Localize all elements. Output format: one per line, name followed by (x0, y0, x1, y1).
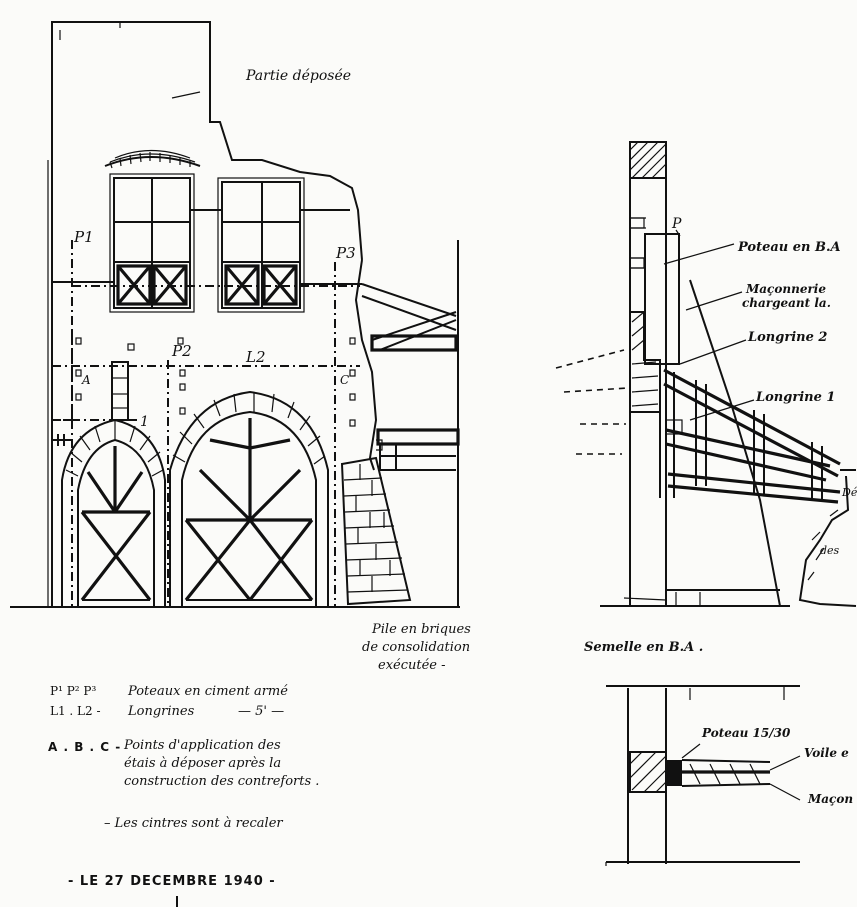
legend-val-points-3: construction des contreforts . (124, 774, 320, 789)
facade-break-edge (354, 259, 378, 471)
drawing-date: - LE 27 DECEMBRE 1940 - (68, 874, 276, 889)
legend-val-points-1: Points d'application des (124, 738, 281, 753)
pile-note-line2: de consolidation (362, 640, 471, 655)
deblais-label-2: des (820, 544, 840, 557)
legend-longrines-tail: — 5' — (238, 704, 285, 719)
strut-lower (665, 428, 841, 504)
legend-key-poteaux: P¹ P² P³ (50, 684, 97, 698)
facade-elevation (10, 21, 460, 608)
upper-shore (361, 283, 457, 351)
poteau-p3-label: P3 (335, 244, 356, 262)
maconnerie-label-1: Maçonnerie (746, 282, 826, 296)
poteau-p1-label: P1 (73, 228, 94, 246)
legend-key-longrines: L1 . L2 - (50, 704, 101, 718)
bottom-tick (176, 896, 178, 907)
poteau-ba-column (644, 233, 680, 365)
voile-label: Voile e (804, 746, 849, 760)
brick-pile (340, 456, 412, 606)
partie-deposee-label: Partie déposée (245, 68, 351, 84)
demolished-part-outline (51, 21, 363, 261)
macon-label: Maçon (808, 792, 854, 806)
legend-val-longrines: Longrines (128, 704, 195, 719)
legend-cintres: – Les cintres sont à recaler (104, 816, 283, 831)
legend-val-poteaux: Poteaux en ciment armé (128, 684, 288, 699)
legend-key-points: A . B . C - (48, 740, 122, 754)
pile-note-line3: exécutée - (378, 658, 446, 673)
strut-upper (663, 368, 841, 478)
longrine-1-section-label: Longrine 1 (756, 390, 836, 405)
detail-plan (605, 685, 801, 866)
longrine-l2-label: L2 (245, 348, 266, 366)
pile-note-line1: Pile en briques (372, 622, 471, 637)
semelle-label: Semelle en B.A . (584, 640, 704, 655)
debris-rubble (798, 469, 857, 607)
point-a-label: A (81, 373, 91, 387)
poteau-ba-label: Poteau en B.A (738, 240, 841, 255)
cross-section (555, 141, 857, 607)
longrine-1-label: 1 (140, 414, 149, 430)
poteau-p2-label: P2 (171, 342, 192, 360)
point-c-label: C (340, 373, 349, 387)
legend-val-points-2: étais à déposer après la (124, 756, 282, 771)
masonry-slope (689, 279, 781, 607)
longrine-2-label: Longrine 2 (748, 330, 828, 345)
section-p-label: P (671, 216, 682, 232)
arch-1 (61, 418, 166, 607)
poteau-p1-line (52, 240, 73, 421)
deblais-label-1: Débl (841, 486, 857, 499)
poteau-detail-label: Poteau 15/30 (702, 726, 791, 740)
maconnerie-label-2: chargeant la. (742, 296, 831, 310)
poteau-section (666, 760, 682, 786)
